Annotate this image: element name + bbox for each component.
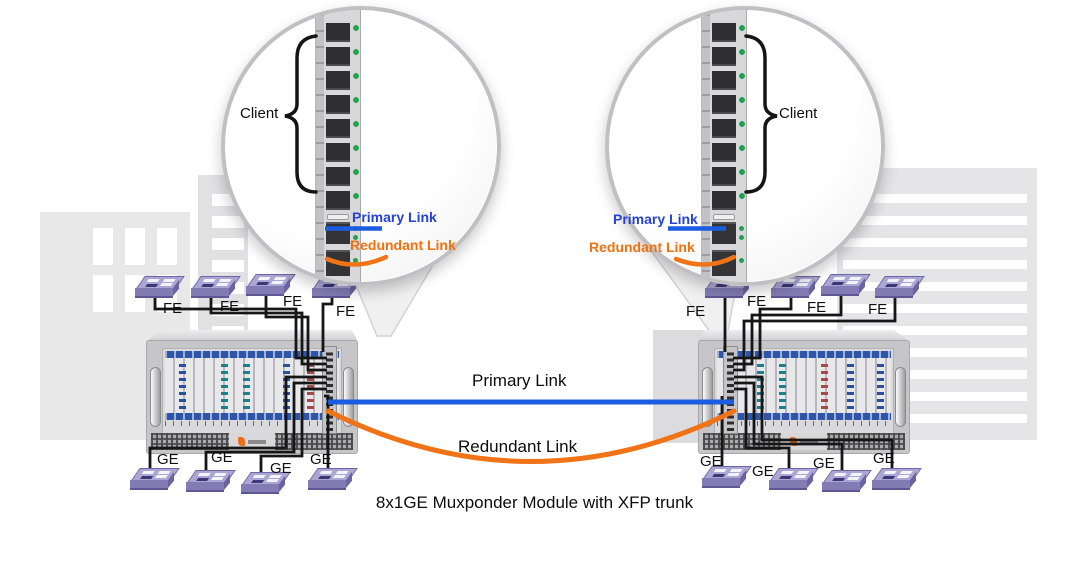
- card-top-strip: [165, 351, 339, 358]
- ethernet-switch-icon: [189, 276, 241, 298]
- ethernet-switch-icon: [239, 472, 291, 494]
- primary-link-label-left: Primary Link: [352, 209, 437, 225]
- vendor-logo: [781, 433, 827, 450]
- trunk-led: [353, 258, 358, 263]
- chassis-left: [146, 330, 358, 454]
- trunk-port-redundant: [712, 250, 736, 276]
- primary-link-label-center: Primary Link: [472, 371, 567, 390]
- building-window: [125, 228, 145, 265]
- ge-label: GE: [873, 450, 895, 467]
- ethernet-switch-icon: [870, 468, 922, 490]
- card-slots: [165, 358, 339, 420]
- fe-label: FE: [686, 303, 706, 320]
- card-accent: [847, 362, 854, 416]
- client-ports: [326, 18, 350, 210]
- ethernet-switch-icon: [769, 276, 821, 298]
- ethernet-switch-icon: [703, 276, 755, 298]
- line-card-module: [701, 10, 747, 282]
- ge-label: GE: [813, 455, 835, 472]
- building-window: [93, 275, 113, 312]
- redundant-link-label-left: Redundant Link: [350, 237, 456, 253]
- fe-label: FE: [868, 301, 888, 318]
- ge-label: GE: [752, 463, 774, 480]
- muxponder-card: [723, 346, 738, 434]
- fe-label: FE: [807, 299, 827, 316]
- card-accent: [221, 362, 228, 416]
- redundant-link-label-right: Redundant Link: [589, 239, 695, 255]
- slot-number-row: [717, 421, 891, 426]
- card-top-strip: [717, 351, 891, 358]
- card-accent: [179, 362, 186, 416]
- ethernet-switch-icon: [310, 276, 362, 298]
- card-accent: [283, 362, 290, 416]
- primary-link-label-right: Primary Link: [613, 211, 698, 227]
- ethernet-switch-icon: [820, 470, 872, 492]
- client-port-leds: [738, 18, 746, 210]
- trunk-port-primary: [326, 222, 350, 244]
- card-accent: [307, 362, 314, 416]
- ge-label: GE: [310, 451, 332, 468]
- ethernet-switch-icon: [244, 274, 296, 296]
- trunk-port-primary: [712, 222, 736, 244]
- diagram-caption: 8x1GE Muxponder Module with XFP trunk: [375, 493, 694, 512]
- card-rail: [316, 10, 324, 282]
- ge-label: GE: [157, 451, 179, 468]
- slot-number-row: [165, 421, 339, 426]
- card-latch: [327, 214, 349, 220]
- chassis-handle: [343, 367, 354, 427]
- trunk-led: [353, 226, 358, 231]
- client-label-left: Client: [240, 105, 279, 122]
- card-accent: [243, 362, 250, 416]
- client-port-leds: [352, 18, 360, 210]
- line-card-module: [315, 10, 361, 282]
- card-latch: [713, 214, 735, 220]
- client-ports: [712, 18, 736, 210]
- ge-label: GE: [270, 460, 292, 477]
- card-bottom-strip: [717, 413, 891, 420]
- trunk-led: [739, 235, 744, 240]
- ge-label: GE: [211, 449, 233, 466]
- fe-label: FE: [220, 298, 240, 315]
- building-window: [157, 228, 177, 265]
- card-accent: [757, 362, 764, 416]
- fe-label: FE: [163, 300, 183, 317]
- card-accent: [821, 362, 828, 416]
- building-window: [93, 228, 113, 265]
- ethernet-switch-icon: [819, 274, 871, 296]
- chassis-right: [698, 330, 910, 454]
- ethernet-switch-icon: [306, 468, 358, 490]
- fe-label: FE: [747, 293, 767, 310]
- chassis-handle: [150, 367, 161, 427]
- trunk-led: [739, 258, 744, 263]
- trunk-port-redundant: [326, 250, 350, 276]
- client-label-right: Client: [779, 105, 818, 122]
- ethernet-switch-icon: [700, 466, 752, 488]
- vendor-logo: [229, 433, 275, 450]
- muxponder-card: [322, 346, 337, 434]
- fe-label: FE: [283, 293, 303, 310]
- trunk-led: [739, 226, 744, 231]
- ethernet-switch-icon: [184, 470, 236, 492]
- ge-label: GE: [700, 453, 722, 470]
- ethernet-switch-icon: [767, 468, 819, 490]
- fe-label: FE: [336, 303, 356, 320]
- magnifier-circle-left: [221, 6, 501, 286]
- redundant-link-label-center: Redundant Link: [458, 437, 578, 456]
- card-accent: [779, 362, 786, 416]
- card-bottom-strip: [165, 413, 339, 420]
- chassis-handle: [702, 367, 713, 427]
- ethernet-switch-icon: [133, 276, 185, 298]
- ethernet-switch-icon: [873, 276, 925, 298]
- trunk-led: [353, 235, 358, 240]
- card-slots: [717, 358, 891, 420]
- card-accent: [877, 362, 884, 416]
- chassis-handle: [895, 367, 906, 427]
- ethernet-switch-icon: [128, 468, 180, 490]
- card-rail: [702, 10, 710, 282]
